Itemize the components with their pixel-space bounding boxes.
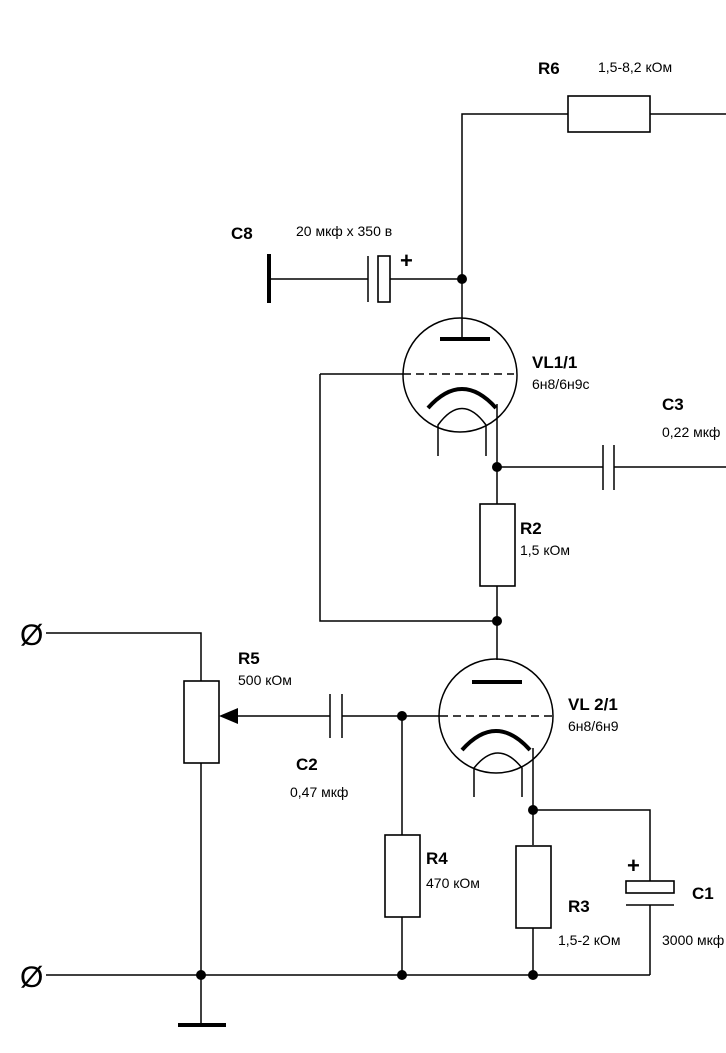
junction-dot <box>528 970 538 980</box>
grid-feedback-wire <box>319 374 497 622</box>
vl1-type: 6н8/6н9с <box>532 376 590 392</box>
r6-value: 1,5-8,2 кОм <box>598 59 672 75</box>
c8-capacitor <box>267 254 462 303</box>
r6-resistor <box>461 95 726 278</box>
vl2-type: 6н8/6н9 <box>568 718 619 734</box>
r6-label: R6 <box>538 59 560 78</box>
r3-resistor <box>515 845 552 975</box>
r2-label: R2 <box>520 519 542 538</box>
c1-capacitor <box>533 809 675 976</box>
c2-label: C2 <box>296 755 318 774</box>
c1-polarity: + <box>627 853 640 878</box>
r2-value: 1,5 кОм <box>520 542 570 558</box>
r4-label: R4 <box>426 849 448 868</box>
vl2-tube <box>438 658 554 845</box>
c2-value: 0,47 мкф <box>290 784 348 800</box>
r3-label: R3 <box>568 897 590 916</box>
vl2-label: VL 2/1 <box>568 695 618 714</box>
r2-resistor <box>479 503 516 660</box>
r4-resistor <box>384 716 421 975</box>
c3-capacitor <box>497 445 726 490</box>
c3-value: 0,22 мкф <box>662 424 720 440</box>
r3-value: 1,5-2 кОм <box>558 932 620 948</box>
input-terminal-top: Ø <box>20 619 43 652</box>
junction-dot <box>397 970 407 980</box>
c1-label: C1 <box>692 884 714 903</box>
c1-value: 3000 мкф <box>662 932 724 948</box>
input-terminal-bottom: Ø <box>20 961 43 994</box>
vl1-label: VL1/1 <box>532 353 577 372</box>
r5-value: 500 кОм <box>238 672 292 688</box>
c8-label: C8 <box>231 224 253 243</box>
c2-capacitor <box>329 694 440 738</box>
c3-label: C3 <box>662 395 684 414</box>
junction-dot <box>492 616 502 626</box>
c8-value: 20 мкф х 350 в <box>296 223 392 239</box>
vl1-tube <box>320 279 518 504</box>
r4-value: 470 кОм <box>426 875 480 891</box>
junction-dot <box>196 970 206 980</box>
c8-polarity: + <box>400 248 413 273</box>
r5-label: R5 <box>238 649 260 668</box>
ground-bus <box>46 974 533 1027</box>
r5-potentiometer <box>46 632 330 975</box>
